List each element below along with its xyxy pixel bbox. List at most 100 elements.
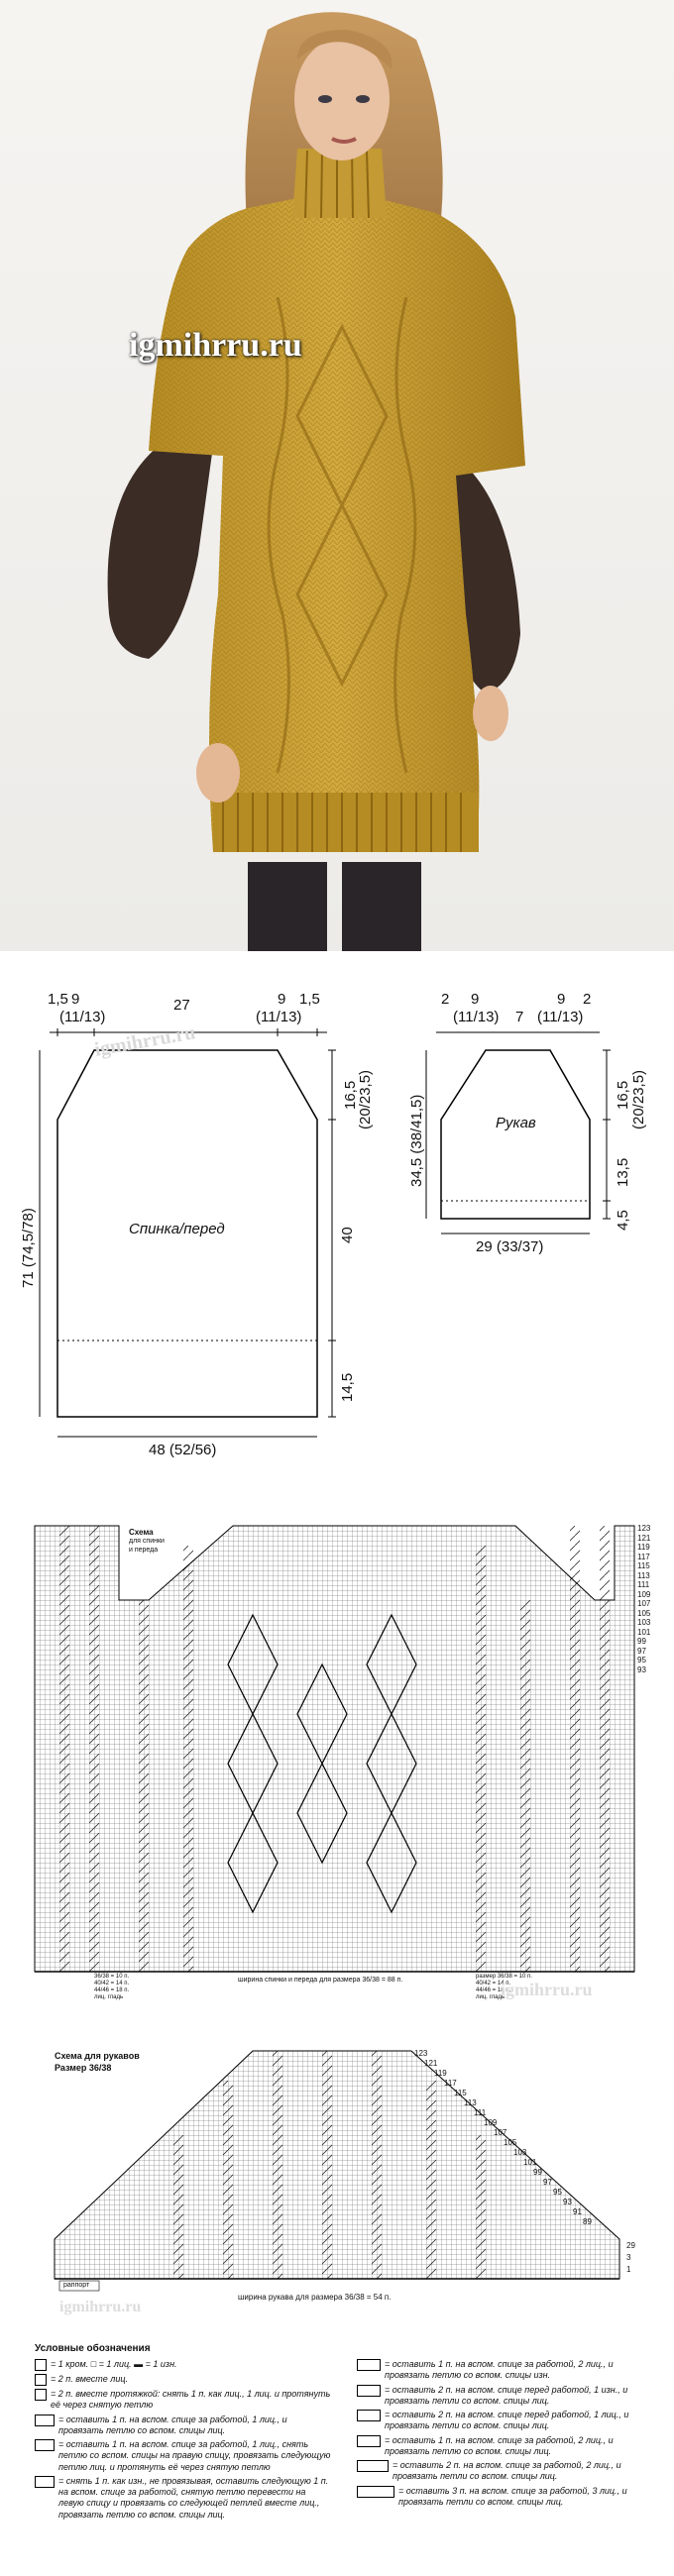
body-dim-top-7: 1,5 — [299, 991, 320, 1008]
cable-6-icon — [357, 2485, 394, 2498]
body-chart-title-1: Схема — [129, 1528, 154, 1537]
body-dim-top-5: 9 — [278, 991, 286, 1008]
left-puff-sleeve — [107, 446, 213, 659]
legend-item: = оставить 1 п. на вспом. спице за работ… — [35, 2414, 332, 2437]
body-piece-outline — [56, 1049, 318, 1418]
legend-text: = оставить 1 п. на вспом. спице за работ… — [385, 2359, 614, 2381]
sleeve-knitting-chart: Схема для рукавов Размер 36/38 123 121 1… — [0, 2031, 674, 2328]
legend-item: = оставить 1 п. на вспом. спице за работ… — [35, 2439, 332, 2473]
sleeve-chart-title: Схема для рукавов — [55, 2051, 140, 2061]
turtleneck-collar — [292, 149, 387, 218]
sleeve-piece-outline — [440, 1049, 591, 1220]
sleeve-dim-top-5: 9 — [557, 991, 566, 1008]
legging-right — [342, 862, 421, 951]
row-number: 103 — [513, 2148, 527, 2157]
body-dim-top-4: 27 — [173, 997, 190, 1014]
note-line: лиц. гладь — [94, 1994, 124, 2000]
legend-text: = оставить 1 п. на вспом. спице за работ… — [385, 2434, 614, 2456]
legend-text: = оставить 1 п. на вспом. спице за работ… — [58, 2439, 331, 2472]
cross-slip-icon — [35, 2475, 55, 2488]
body-dim-top-1: 1,5 — [48, 991, 68, 1008]
row-number: 101 — [637, 1627, 651, 1637]
model-illustration — [107, 12, 525, 951]
row-number: 121 — [424, 2059, 438, 2068]
legend-item: = оставить 1 п. на вспом. спице за работ… — [357, 2359, 654, 2382]
legend-text: = 1 кром. □ = 1 лиц. ▬ = 1 изн. — [51, 2359, 177, 2369]
sleeve-dim-top-6: (11/13) — [537, 1009, 584, 1025]
sleeve-dim-top-7: 2 — [583, 991, 592, 1008]
sleeve-dim-left-height: 34,5 (38/41,5) — [408, 1094, 425, 1187]
body-chart-title-3: и переда — [129, 1547, 159, 1554]
note-line: 44/46 = 18 п. — [94, 1987, 130, 1993]
legend: Условные обозначения = 1 кром. □ = 1 лиц… — [30, 2343, 654, 2566]
sleeve-chart-subtitle: Размер 36/38 — [55, 2063, 112, 2073]
legend-item: = оставить 1 п. на вспом. спице за работ… — [357, 2434, 654, 2458]
row-number: 121 — [637, 1533, 651, 1543]
note-line: лиц. гладь — [476, 1994, 506, 2000]
legend-item: = снять 1 п. как изн., не провязывая, ос… — [35, 2475, 332, 2521]
photo-watermark: igmihrru.ru — [129, 327, 302, 364]
row-number: 117 — [637, 1552, 650, 1561]
row-number: 99 — [637, 1637, 646, 1646]
row-number: 95 — [637, 1656, 646, 1664]
legend-item: = оставить 3 п. на вспом. спице за работ… — [357, 2485, 654, 2509]
cross-decrease-icon — [35, 2439, 55, 2451]
sleeve-dim-top-2: 9 — [471, 991, 480, 1008]
legend-item: = 1 кром. □ = 1 лиц. ▬ = 1 изн. — [35, 2359, 332, 2371]
sleeve-dim-bottom: 29 (33/37) — [476, 1238, 544, 1255]
body-dim-bottom: 48 (52/56) — [149, 1442, 217, 1458]
row-number: 107 — [637, 1599, 651, 1608]
body-chart-left-notes: 36/38 = 10 п. 40/42 = 14 п. 44/46 = 18 п… — [94, 1974, 129, 2001]
row-number: 109 — [637, 1589, 651, 1599]
row-number: 117 — [444, 2079, 457, 2088]
row-number: 107 — [494, 2128, 507, 2137]
legend-item: = 2 п. вместе протяжкой: снять 1 п. как … — [35, 2389, 332, 2412]
legging-left — [248, 862, 327, 951]
sleeve-dim-top-3: (11/13) — [453, 1009, 500, 1025]
edge-stitch-icon — [35, 2359, 47, 2371]
body-chart-right-notes: размер 36/38 = 10 п. 40/42 = 14 п. 44/46… — [476, 1974, 532, 2001]
sleeve-dim-right-mid: 13,5 — [615, 1157, 631, 1187]
row-number: 97 — [543, 2178, 552, 2187]
legend-text: = оставить 3 п. на вспом. спице за работ… — [398, 2485, 627, 2507]
model-photo: igmihrru.ru — [0, 0, 674, 951]
row-number: 93 — [563, 2198, 572, 2206]
row-number: 113 — [464, 2098, 477, 2107]
body-chart-row-numbers: 123 121 119 117 115 113 111 109 107 105 … — [637, 1524, 650, 1674]
row-number: 93 — [637, 1664, 646, 1674]
face — [294, 38, 390, 161]
legend-text: = оставить 2 п. на вспом. спице перед ра… — [385, 2410, 629, 2431]
body-dim-top-2: 9 — [71, 991, 80, 1008]
sleeve-piece-label: Рукав — [496, 1115, 536, 1131]
body-chart-title-2: для спинки — [129, 1538, 165, 1545]
sleeve-chart-footer: ширина рукава для размера 36/38 = 54 п. — [238, 2293, 392, 2302]
legend-text: = 2 п. вместе лиц. — [51, 2374, 129, 2384]
row-number: 95 — [553, 2188, 562, 2197]
sleeve-dim-right-top: 16,5 — [615, 1080, 631, 1110]
legend-text: = 2 п. вместе протяжкой: снять 1 п. как … — [51, 2389, 331, 2411]
body-piece-label: Спинка/перед — [129, 1221, 225, 1237]
right-hand — [473, 686, 508, 741]
row-number: 109 — [484, 2118, 498, 2127]
body-dim-top-6: (11/13) — [256, 1009, 302, 1025]
body-knitting-chart: Схема для спинки и переда 123 121 119 11… — [0, 1506, 674, 2001]
body-chart-grid — [34, 1525, 635, 1973]
body-dim-right-bottom: 14,5 — [339, 1372, 356, 1402]
note-line: 40/42 = 14 п. — [94, 1981, 130, 1986]
row-number: 91 — [573, 2207, 582, 2216]
row-number: 99 — [533, 2168, 542, 2177]
row-number: 97 — [637, 1646, 646, 1656]
row-number: 111 — [474, 2108, 487, 2117]
legend-text: = снять 1 п. как изн., не провязывая, ос… — [58, 2475, 329, 2520]
body-dim-right-top-alt: (20/23,5) — [357, 1069, 374, 1129]
body-chart-watermark: igmihrru.ru — [501, 1980, 593, 1999]
body-dim-left-height: 71 (74,5/78) — [20, 1208, 37, 1288]
cable-back-knit-icon — [357, 2434, 381, 2447]
row-number: 103 — [637, 1618, 651, 1627]
legend-item: = оставить 2 п. на вспом. спице за работ… — [357, 2460, 654, 2483]
note-line: 36/38 = 10 п. — [94, 1974, 130, 1980]
row-number: 111 — [637, 1580, 650, 1589]
legend-text: = оставить 2 п. на вспом. спице перед ра… — [385, 2384, 628, 2406]
note-line: 44/46 = 18 п. — [476, 1987, 511, 1993]
body-chart-footer: ширина спинки и переда для размера 36/38… — [238, 1977, 403, 1984]
